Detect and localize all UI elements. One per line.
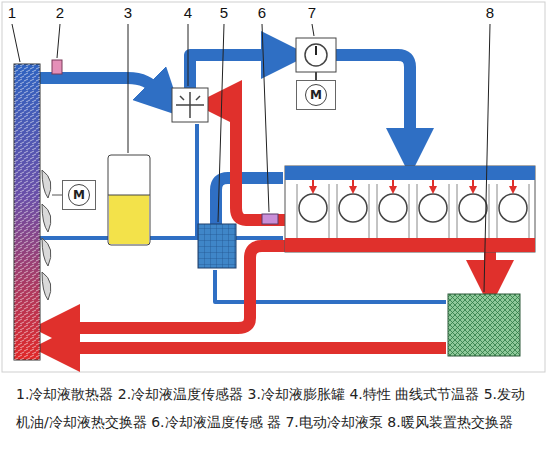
callout-number: 6: [258, 5, 266, 21]
thin-coolant-lines: [40, 124, 446, 302]
fan: [42, 170, 62, 300]
temperature-sensor: [262, 214, 278, 224]
radiator: [14, 64, 40, 360]
radiator-fins: [14, 64, 40, 360]
callout-number: 1: [8, 5, 16, 21]
engine-block: [285, 166, 535, 252]
coolant-level: [109, 195, 149, 244]
caption: 1.冷却液散热器 2.冷却液温度传感器 3.冷却液膨胀罐 4.特性 曲线式节温器…: [16, 380, 532, 436]
motor-box: M: [296, 80, 336, 110]
heater-core: [448, 294, 520, 356]
callout-number: 3: [124, 5, 132, 21]
motor-box: M: [62, 180, 96, 210]
callout-number: 2: [56, 5, 64, 21]
leader-lines: [12, 24, 490, 292]
callout-number: 4: [184, 5, 192, 21]
temperature-sensor: [52, 60, 62, 74]
callout-number: 8: [486, 5, 494, 21]
cold-coolant-pipes: [38, 55, 410, 224]
motor-symbol-text: M: [68, 184, 90, 206]
thermostat: [172, 88, 208, 122]
electric-pump: [296, 38, 336, 80]
callout-number: 7: [308, 5, 316, 21]
expansion-tank: [108, 155, 150, 245]
motor-symbol-text: M: [305, 84, 327, 106]
tank-level-line: [108, 195, 150, 196]
frame: [2, 2, 545, 372]
oil-coolant-heat-exchanger: [198, 224, 236, 268]
callout-number: 5: [220, 5, 228, 21]
